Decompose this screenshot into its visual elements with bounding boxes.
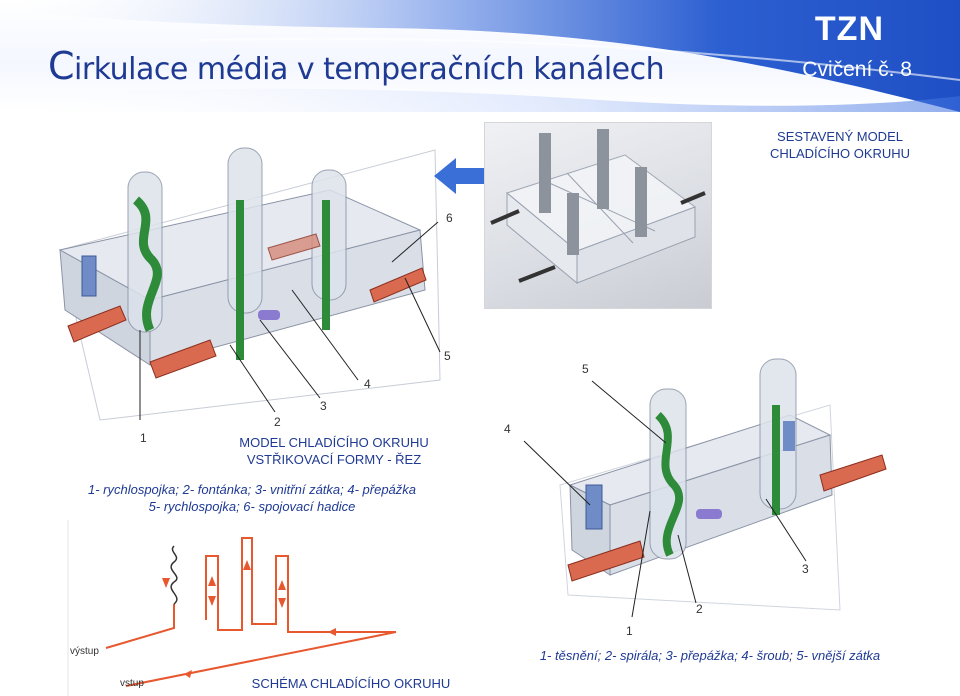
right-label-2: 2: [696, 602, 703, 616]
right-label-4: 4: [504, 422, 511, 436]
brand-logo: TZN: [814, 10, 884, 48]
schema-inlet-label: vstup: [120, 678, 144, 689]
lesson-number: Cvičení č. 8: [802, 58, 912, 81]
photo-caption: SESTAVENÝ MODEL CHLADÍCÍHO OKRUHU: [740, 128, 940, 162]
legend-right: 1- těsnění; 2- spirála; 3- přepážka; 4- …: [539, 648, 881, 663]
header-swoosh: [0, 0, 960, 112]
section-caption-line-1: MODEL CHLADÍCÍHO OKRUHU: [239, 435, 429, 450]
label-3: 3: [320, 399, 327, 413]
right-label-3: 3: [802, 562, 809, 576]
photo-caption-line-2: CHLADÍCÍHO OKRUHU: [769, 146, 911, 161]
right-label-5: 5: [582, 362, 589, 376]
legend-left: 1- rychlospojka; 2- fontánka; 3- vnitřní…: [72, 481, 432, 515]
cooling-model-section: 1 2 3 4 5 6: [58, 147, 453, 445]
right-label-1: 1: [626, 624, 633, 638]
assembled-model-photo: [484, 122, 712, 309]
label-6: 6: [446, 211, 453, 225]
spiral-model-section: 1 2 3 4 5: [504, 358, 887, 638]
assembled-model-drawing: [490, 129, 706, 285]
label-2: 2: [274, 415, 281, 429]
schema-caption: SCHÉMA CHLADÍCÍHO OKRUHU: [251, 676, 451, 691]
label-4: 4: [364, 377, 371, 391]
section-caption: MODEL CHLADÍCÍHO OKRUHU VSTŘIKOVACÍ FORM…: [216, 434, 452, 468]
schema-outlet-label: výstup: [70, 646, 99, 657]
arrow-left-icon: [434, 158, 486, 194]
legend-left-line-2: 5- rychlospojka; 6- spojovací hadice: [148, 499, 356, 514]
cooling-circuit-schema: výstup vstup: [67, 520, 397, 696]
label-1: 1: [140, 431, 147, 445]
section-caption-line-2: VSTŘIKOVACÍ FORMY - ŘEZ: [246, 452, 422, 467]
photo-caption-line-1: SESTAVENÝ MODEL: [777, 129, 903, 144]
label-5: 5: [444, 349, 451, 363]
page-title: Cirkulace média v temperačních kanálech: [48, 44, 665, 88]
legend-left-line-1: 1- rychlospojka; 2- fontánka; 3- vnitřní…: [87, 482, 417, 497]
header: Cirkulace média v temperačních kanálech …: [0, 0, 960, 112]
